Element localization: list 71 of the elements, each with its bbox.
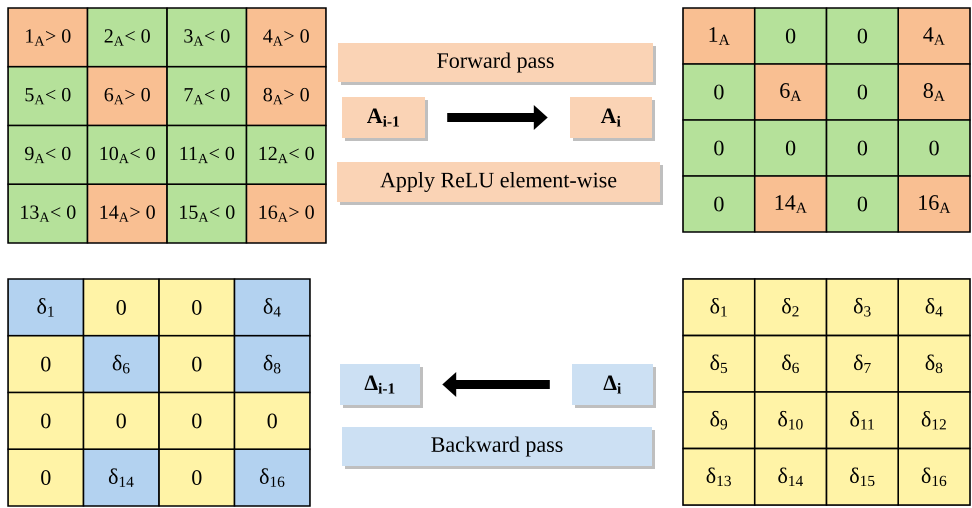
grid-cell: 0: [682, 175, 756, 233]
label-box: Apply ReLU element-wise: [337, 162, 663, 205]
grid-cell: δ$_{1}$: [682, 278, 756, 336]
grid-cell: 0: [826, 63, 900, 121]
grid-cell: δ$_{7}$: [826, 334, 900, 393]
grid-cell: δ$_{16}$: [234, 448, 311, 507]
grid-cell: 0: [826, 119, 900, 177]
grid-cell: 9$_{A}$< 0: [7, 124, 88, 186]
grid-cell: 1$_{A}$: [682, 7, 756, 65]
grid-cell: 0: [82, 278, 160, 337]
grid-cell: 1$_{A}$> 0: [7, 7, 88, 68]
grid-cell: 0: [7, 334, 84, 394]
grid-cell: δ$_{12}$: [897, 391, 971, 450]
grid-cell: 0: [754, 7, 828, 65]
grid-cell: δ$_{11}$: [826, 391, 900, 450]
grid-cell: δ$_{2}$: [754, 278, 828, 336]
grid-cell: 0: [682, 119, 756, 177]
grid-cell: δ$_{14}$: [754, 448, 828, 506]
grid-cell: 14$_{A}$> 0: [86, 183, 168, 244]
label-box: A$_{i-1}$: [342, 97, 428, 141]
grid-cell: δ$_{14}$: [82, 448, 160, 507]
grid-cell: 0: [158, 334, 236, 394]
grid-cell: 8$_{A}$> 0: [246, 66, 327, 126]
grid-cell: δ$_{5}$: [682, 334, 756, 393]
grid-cell: 0: [234, 392, 311, 450]
grid-cell: δ$_{10}$: [754, 391, 828, 450]
grid-cell: δ$_{8}$: [897, 334, 971, 393]
grid-cell: 12$_{A}$< 0: [246, 124, 327, 186]
grid-cell: δ$_{9}$: [682, 391, 756, 450]
grid-cell: 16$_{A}$: [897, 175, 971, 233]
grid-cell: 10$_{A}$< 0: [86, 124, 168, 186]
label-box: Δ$_{i-1}$: [340, 364, 423, 408]
grid-cell: δ$_{13}$: [682, 448, 756, 506]
grid-cell: 13$_{A}$< 0: [7, 183, 88, 244]
grid-cell: δ$_{1}$: [7, 278, 84, 337]
grid-cell: 0: [826, 175, 900, 233]
grid-cell: 11$_{A}$< 0: [166, 124, 248, 186]
grid-cell: δ$_{4}$: [897, 278, 971, 336]
grid-cell: 0: [7, 448, 84, 507]
grid-cell: 0: [897, 119, 971, 177]
grid-cell: δ$_{6}$: [82, 334, 160, 394]
label-box: A$_{i}$: [570, 97, 655, 141]
grid-cell: δ$_{16}$: [897, 448, 971, 506]
grid-cell: 5$_{A}$< 0: [7, 66, 88, 126]
grid-cell: 3$_{A}$< 0: [166, 7, 248, 68]
grid-cell: 6$_{A}$> 0: [86, 66, 168, 126]
grid-cell: 0: [82, 392, 160, 450]
grid-cell: 0: [158, 278, 236, 337]
grid-cell: 0: [754, 119, 828, 177]
grid-cell: δ$_{3}$: [826, 278, 900, 336]
label-box: Forward pass: [338, 43, 656, 85]
grid-cell: 0: [158, 392, 236, 450]
grid-cell: δ$_{4}$: [234, 278, 311, 337]
grid-cell: 0: [7, 392, 84, 450]
grid-cell: 6$_{A}$: [754, 63, 828, 121]
grid-cell: 0: [682, 63, 756, 121]
grid-cell: 0: [826, 7, 900, 65]
grid-cell: 0: [158, 448, 236, 507]
label-box: Δ$_{i}$: [572, 364, 656, 408]
grid-cell: δ$_{6}$: [754, 334, 828, 393]
grid-cell: 15$_{A}$< 0: [166, 183, 248, 244]
label-box: Backward pass: [342, 427, 655, 469]
grid-cell: 4$_{A}$: [897, 7, 971, 65]
grid-cell: 16$_{A}$> 0: [246, 183, 327, 244]
grid-cell: δ$_{8}$: [234, 334, 311, 394]
grid-cell: δ$_{15}$: [826, 448, 900, 506]
grid-cell: 8$_{A}$: [897, 63, 971, 121]
grid-cell: 2$_{A}$< 0: [86, 7, 168, 68]
grid-cell: 4$_{A}$> 0: [246, 7, 327, 68]
grid-cell: 7$_{A}$< 0: [166, 66, 248, 126]
grid-cell: 14$_{A}$: [754, 175, 828, 233]
